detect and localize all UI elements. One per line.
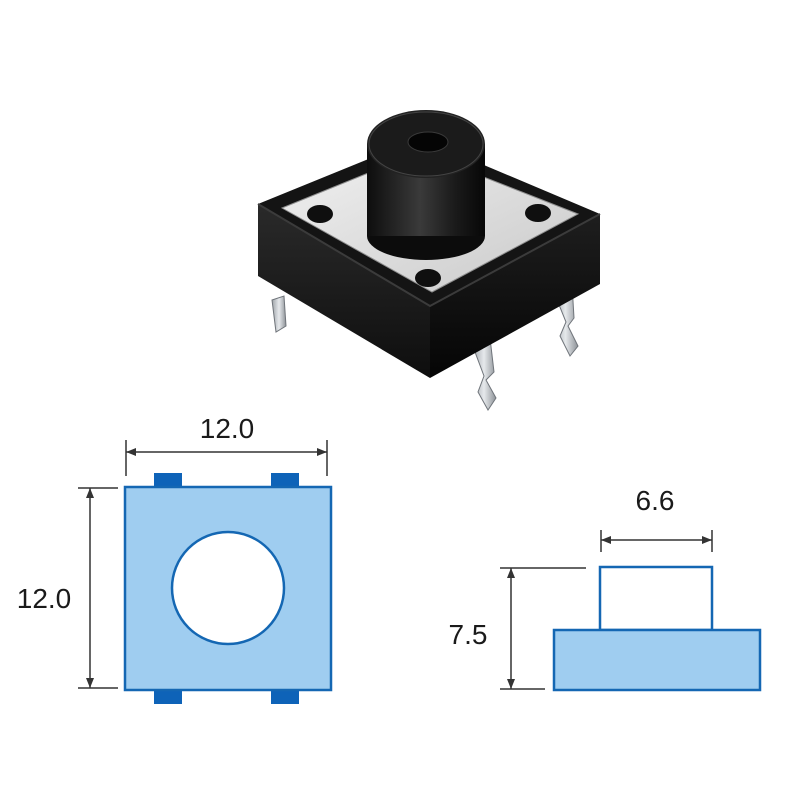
side-view-body xyxy=(552,628,762,692)
top-view-height-label: 12.0 xyxy=(17,583,72,614)
top-view-actuator-opening xyxy=(170,530,286,646)
housing-right-side xyxy=(430,214,600,378)
switch-lead-front xyxy=(471,337,497,411)
top-view-drawing: 12.0 12.0 xyxy=(17,413,333,704)
actuator-cylinder xyxy=(367,110,485,260)
actuator-hole xyxy=(407,131,449,153)
side-view-actuator xyxy=(598,565,714,632)
plate-hole-front xyxy=(415,269,441,287)
top-view-pad-top-right xyxy=(271,473,299,487)
housing-left-side xyxy=(258,204,430,378)
top-view-pad-top-left xyxy=(154,473,182,487)
top-view-width-label: 12.0 xyxy=(200,413,255,444)
side-view-actuator-width-label: 6.6 xyxy=(636,485,675,516)
tactile-switch-3d-image xyxy=(257,110,601,411)
side-view-drawing: 6.6 7.5 xyxy=(449,485,762,692)
switch-lead-left xyxy=(271,295,287,333)
top-view-pad-bottom-left xyxy=(154,690,182,704)
plate-hole-left xyxy=(307,205,333,223)
side-view-height-label: 7.5 xyxy=(449,619,488,650)
top-view-pad-bottom-right xyxy=(271,690,299,704)
plate-hole-right xyxy=(525,204,551,222)
